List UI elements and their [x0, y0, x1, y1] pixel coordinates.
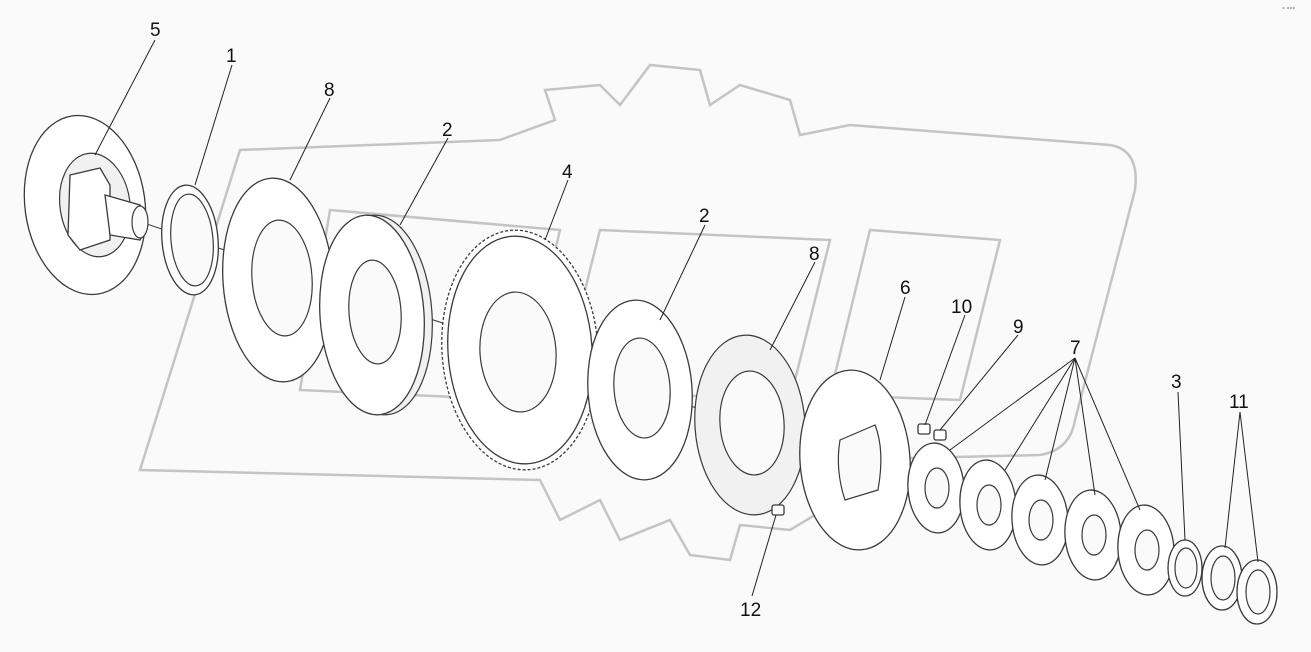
part-friction-plate-right: [694, 334, 806, 516]
callout-8-right: 8: [809, 244, 820, 265]
part-disk-right: [587, 299, 693, 481]
callout-7: 7: [1070, 338, 1081, 359]
callout-9: 9: [1013, 317, 1024, 338]
leader-lines: [94, 39, 1259, 597]
callout-8-left: 8: [324, 80, 335, 101]
callout-2-right: 2: [699, 206, 710, 227]
callout-1: 1: [226, 46, 237, 67]
part-small-ring: [1167, 539, 1203, 597]
callout-11: 11: [1229, 392, 1249, 413]
callout-3: 3: [1171, 372, 1182, 393]
part-washers: [907, 442, 1175, 596]
callout-2-left: 2: [442, 120, 453, 141]
part-pin: [771, 504, 785, 516]
callout-6: 6: [900, 278, 911, 299]
part-sprocket: [441, 229, 599, 471]
corner-mark: ° °°°: [1282, 6, 1295, 14]
callout-12: 12: [740, 600, 761, 621]
part-small-bolts: [917, 423, 947, 441]
part-disk-left: [319, 214, 433, 416]
callout-5: 5: [150, 20, 161, 41]
part-flange-hub: [23, 114, 149, 296]
callout-10: 10: [951, 297, 972, 318]
part-nuts: [1201, 545, 1278, 625]
part-friction-plate-left: [222, 177, 334, 383]
part-ring: [161, 184, 219, 296]
part-cover-disk: [799, 369, 911, 551]
callout-4: 4: [562, 162, 573, 183]
